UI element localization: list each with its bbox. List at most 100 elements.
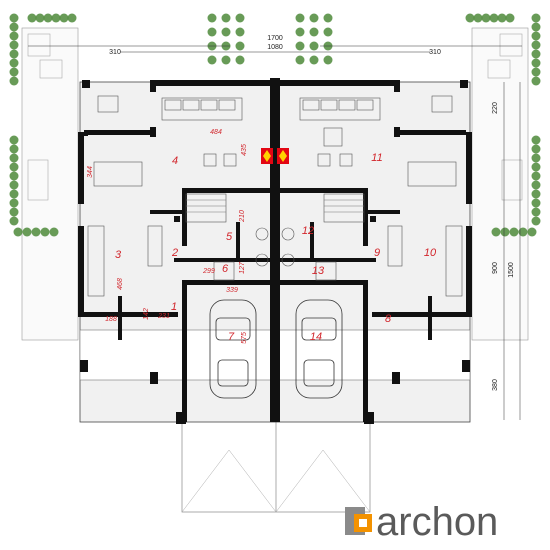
garden-plants [9, 13, 541, 237]
plant-shrub [531, 49, 541, 59]
furniture [87, 95, 463, 297]
plant-shrub [9, 76, 19, 86]
plant-shrub [40, 227, 50, 237]
plant-shrub [9, 162, 19, 172]
plant-shrub [295, 13, 305, 23]
dim-right-wing: 310 [429, 49, 441, 56]
room-number-4: 4 [172, 155, 178, 167]
plant-shrub [531, 58, 541, 68]
plant-shrub [9, 198, 19, 208]
plant-shrub [207, 55, 217, 65]
plant-shrub [518, 227, 528, 237]
dim-entry-w1: 188 [105, 316, 117, 323]
plant-shrub [9, 58, 19, 68]
logo-text: archon [376, 500, 498, 544]
dim-side-depth: 468 [117, 278, 124, 290]
dim-hall-depth: 210 [239, 210, 246, 223]
plant-shrub [309, 27, 319, 37]
plant-shrub [309, 55, 319, 65]
plant-shrub [9, 144, 19, 154]
dim-garage-width: 339 [226, 287, 238, 294]
plant-shrub [59, 13, 69, 23]
plant-shrub [51, 13, 61, 23]
plant-shrub [9, 207, 19, 217]
dim-right-mid: 900 [492, 262, 499, 274]
plant-shrub [295, 27, 305, 37]
room-number-13: 13 [312, 265, 325, 277]
plant-shrub [323, 27, 333, 37]
dim-right-bottom: 380 [492, 379, 499, 391]
plant-shrub [531, 162, 541, 172]
plant-shrub [527, 227, 537, 237]
plant-shrub [31, 227, 41, 237]
plant-shrub [9, 171, 19, 181]
plant-shrub [9, 13, 19, 23]
plant-shrub [531, 153, 541, 163]
room-number-1: 1 [171, 301, 177, 313]
plant-shrub [9, 153, 19, 163]
plant-shrub [22, 227, 32, 237]
plant-shrub [531, 189, 541, 199]
dim-right-top: 220 [492, 102, 499, 114]
plant-shrub [531, 76, 541, 86]
dim-living-width: 484 [210, 129, 222, 136]
plant-shrub [235, 27, 245, 37]
logo-mark-white [359, 519, 367, 527]
room-number-6: 6 [222, 263, 229, 275]
room-number-12: 12 [302, 225, 314, 237]
plant-shrub [235, 55, 245, 65]
plant-shrub [505, 13, 515, 23]
plant-shrub [531, 31, 541, 41]
plant-shrub [531, 216, 541, 226]
dim-bath-depth: 127 [239, 261, 246, 274]
plant-shrub [491, 227, 501, 237]
plant-shrub [295, 55, 305, 65]
plant-shrub [500, 227, 510, 237]
plant-shrub [531, 198, 541, 208]
plant-shrub [27, 13, 37, 23]
plant-shrub [235, 41, 245, 51]
room-number-3: 3 [115, 249, 122, 261]
walls [78, 78, 472, 424]
room-number-10: 10 [424, 247, 437, 259]
plant-shrub [465, 13, 475, 23]
plant-shrub [9, 189, 19, 199]
plant-shrub [323, 55, 333, 65]
left-terrace [21, 27, 79, 341]
dim-entry-w2: 142 [143, 308, 150, 320]
plant-shrub [309, 13, 319, 23]
dim-entry-w3: 231 [157, 313, 170, 320]
car-right [295, 299, 343, 399]
plant-shrub [235, 13, 245, 23]
dim-kitchen-depth: 344 [87, 166, 94, 178]
plant-shrub [221, 55, 231, 65]
plant-shrub [9, 135, 19, 145]
plant-shrub [309, 41, 319, 51]
plant-shrub [9, 22, 19, 32]
plant-shrub [531, 135, 541, 145]
plant-shrub [509, 227, 519, 237]
room-number-5: 5 [226, 231, 233, 243]
plant-shrub [323, 13, 333, 23]
room-number-11: 11 [371, 152, 382, 164]
plant-shrub [49, 227, 59, 237]
dim-garage-depth: 575 [241, 332, 248, 344]
plant-shrub [13, 227, 23, 237]
plant-shrub [9, 67, 19, 77]
fireplace-icon [261, 148, 289, 164]
plant-shrub [207, 13, 217, 23]
plant-shrub [489, 13, 499, 23]
plant-shrub [531, 171, 541, 181]
dim-living-depth: 435 [241, 144, 248, 156]
dimension-lines [28, 45, 522, 420]
plant-shrub [531, 144, 541, 154]
plant-shrub [473, 13, 483, 23]
driveway [181, 419, 371, 513]
room-number-9: 9 [374, 247, 380, 259]
plant-shrub [67, 13, 77, 23]
plant-shrub [531, 180, 541, 190]
dim-right-full: 1500 [508, 262, 515, 278]
stairs [186, 199, 364, 213]
plant-shrub [531, 22, 541, 32]
